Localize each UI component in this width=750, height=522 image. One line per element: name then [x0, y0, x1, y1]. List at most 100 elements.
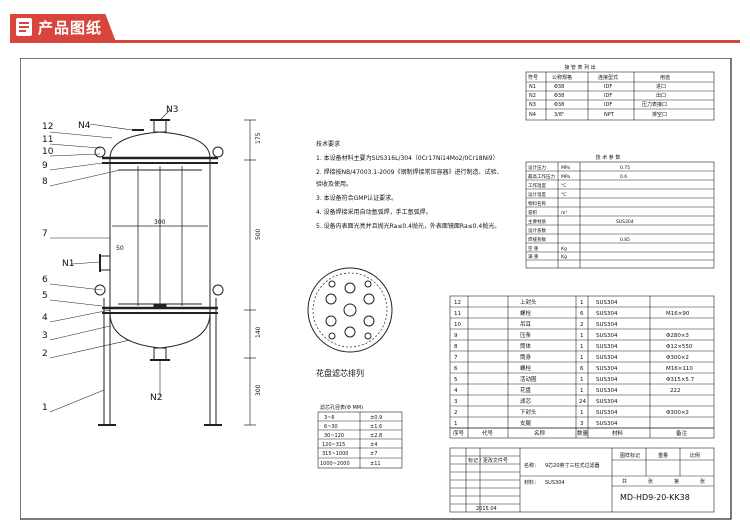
tech-req-item: 5. 设备内表面光亮并且抛光Ra≤0.4抛光，外表面镜面Ra≤0.4抛光。 [316, 222, 500, 230]
engineering-drawing: 12 11 10 9 8 7 6 5 4 3 2 1 N4 N3 N1 N2 1… [20, 58, 732, 520]
bom-cell: Φ315×5.7 [666, 377, 695, 383]
callout-8: 8 [42, 177, 48, 187]
spec-cell: MPa [561, 165, 570, 171]
bom-cell: 5 [454, 377, 458, 383]
bom-cell: 1 [580, 333, 584, 339]
callout-1: 1 [42, 403, 48, 413]
callout-n2: N2 [150, 393, 162, 403]
sheet-label: 共 [622, 478, 627, 485]
nozzle-cell: NPT [604, 112, 615, 118]
bom-cell: 上封头 [520, 298, 537, 306]
dim-175: 175 [255, 132, 262, 144]
bom-cell: 222 [670, 388, 681, 394]
bom-cell: 1 [454, 421, 458, 427]
bom-cell: M16×110 [666, 366, 693, 372]
bom-header: 材料 [612, 429, 624, 437]
bill-of-materials: 12 上封头 1 SUS304 11 螺栓 6 SUS304 M16×90 10… [449, 295, 715, 439]
nozzle-cell: 压力表接口 [642, 101, 667, 108]
spec-cell: °C [561, 192, 566, 198]
spec-cell: MPa [561, 174, 570, 180]
document-icon [16, 18, 32, 36]
callout-n1: N1 [62, 259, 74, 269]
nozzle-cell: N4 [529, 112, 536, 118]
nozzle-cell: N2 [529, 93, 536, 99]
bom-cell: 6 [580, 311, 584, 317]
dim-140: 140 [255, 326, 262, 338]
bom-cell: 2 [454, 410, 458, 416]
nozzle-table: 接 管 表 列 出 符号 公称规格 连接型式 用途 N1 Φ38 IDF 进口 … [525, 64, 715, 121]
title-block-material-value: SUS304 [545, 480, 565, 486]
nozzle-header-size: 公称规格 [552, 74, 572, 81]
spec-cell: °C [561, 183, 566, 189]
bom-cell: 1 [580, 410, 584, 416]
nozzle-cell: 出口 [656, 92, 666, 99]
spec-cell: m³ [561, 210, 567, 216]
hole-cell: 6~30 [324, 424, 338, 430]
bom-cell: SUS304 [596, 388, 618, 394]
bom-cell: 3 [454, 399, 458, 405]
spec-cell: 物料名称 [528, 200, 546, 207]
tech-req-item: 3. 本设备符合GMP认证要求。 [316, 194, 397, 202]
bom-cell: 支腿 [520, 419, 532, 427]
bom-cell: SUS304 [596, 355, 618, 361]
dim-50: 50 [116, 245, 124, 252]
bom-cell: 8 [454, 344, 458, 350]
title-block-name-value: 9芯20英寸三柱式过滤器 [545, 462, 600, 469]
bom-cell: SUS304 [596, 377, 618, 383]
hole-cell: ±7 [370, 451, 377, 457]
callout-5: 5 [42, 291, 48, 301]
spec-table-title: 技 术 参 数 [596, 154, 621, 161]
bom-cell: 2 [580, 322, 584, 328]
bom-cell: 花盘 [520, 386, 532, 394]
spec-cell: 0.85 [620, 237, 630, 243]
bom-cell: SUS304 [596, 366, 618, 372]
bom-header: 数量 [577, 429, 589, 437]
callout-n4: N4 [78, 121, 91, 131]
nozzle-header-connection: 连接型式 [598, 74, 618, 81]
bom-cell: 9 [454, 333, 458, 339]
nozzle-cell: Φ38 [554, 93, 564, 99]
callout-3: 3 [42, 331, 48, 341]
bom-header: 备注 [676, 429, 688, 437]
nozzle-cell: Φ38 [554, 84, 564, 90]
sheet-label: 张 [700, 478, 705, 485]
nozzle-table-title: 接 管 表 列 出 [564, 64, 595, 71]
bom-cell: 滤芯 [520, 397, 532, 405]
spec-cell: 主要材质 [528, 218, 546, 225]
bom-cell: 活动圈 [520, 375, 537, 383]
spec-cell: SUS304 [616, 219, 634, 225]
spec-cell: 设计压力 [528, 164, 546, 171]
hole-cell: 315~1000 [322, 451, 348, 457]
hole-cell: 1000~2000 [320, 461, 350, 467]
bom-cell: 螺栓 [520, 309, 532, 317]
bom-cell: SUS304 [596, 344, 618, 350]
bom-cell: 12 [454, 300, 461, 306]
vessel-drawing [49, 109, 256, 426]
bom-cell: Φ12×550 [666, 344, 693, 350]
spec-cell: 工作温度 [528, 182, 546, 189]
bom-cell: SUS304 [596, 333, 618, 339]
bom-cell: 筒体 [520, 342, 532, 350]
hole-cell: 120~315 [322, 442, 345, 448]
bom-cell: Φ300×2 [666, 355, 689, 361]
bom-cell: 1 [580, 355, 584, 361]
bom-cell: SUS304 [596, 311, 618, 317]
stage-label: 比例 [690, 452, 700, 459]
section-header: 产品图纸 [0, 0, 750, 44]
nozzle-cell: N1 [529, 84, 536, 90]
title-block-name-label: 名称： [524, 462, 539, 469]
spec-cell: 空 重 [528, 245, 539, 252]
dim-width-300: 300 [154, 219, 166, 226]
hole-cell: 3~6 [324, 415, 335, 421]
bom-cell: Φ300×2 [666, 410, 689, 416]
sheet-label: 第 [674, 478, 679, 485]
hole-cell: ±2.8 [370, 433, 382, 439]
dim-300: 300 [255, 384, 262, 396]
bom-cell: 24 [579, 399, 586, 405]
hole-tolerance-table: 滤芯孔径表(Φ MM) 3~6 ±0.9 6~30 ±1.6 30~120 ±2… [317, 404, 403, 469]
title-block-change-label: 标记 / 更改文件号 [468, 457, 508, 464]
nozzle-cell: IDF [604, 93, 612, 99]
flower-plate-drawing [307, 267, 393, 353]
hole-cell: ±0.9 [370, 415, 382, 421]
stage-label: 图样标记 [620, 452, 640, 459]
